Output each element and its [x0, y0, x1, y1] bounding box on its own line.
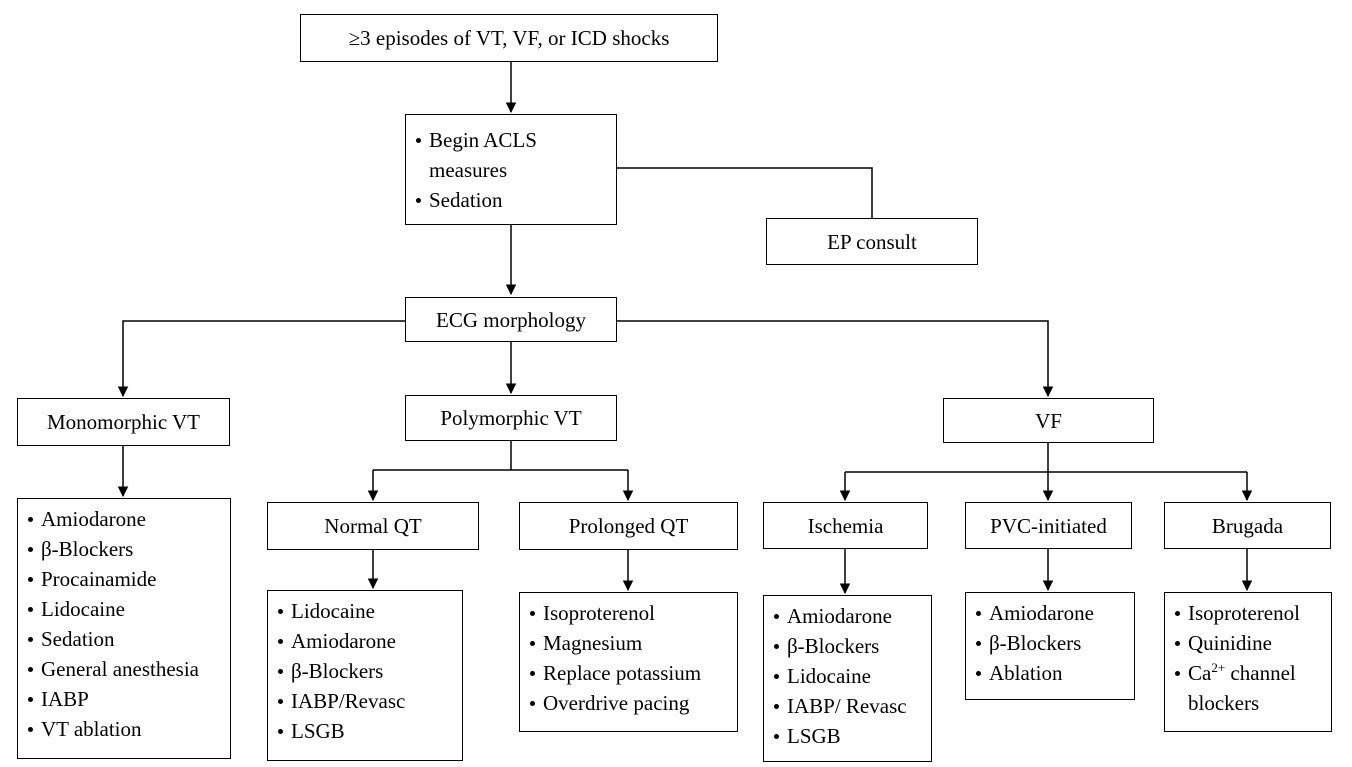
treatment-item: Lidocaine — [774, 661, 931, 691]
prolonged-qt-box: Prolonged QT — [519, 502, 738, 550]
treatment-item: General anesthesia — [28, 654, 230, 684]
arrow-ecg-to-vf — [617, 320, 1054, 398]
treatment-item: β-Blockers — [976, 628, 1134, 658]
brugada-box: Brugada — [1164, 502, 1331, 549]
prolonged-qt-treatment-list: Isoproterenol Magnesium Replace potassiu… — [520, 593, 737, 718]
treatment-item: Sedation — [28, 624, 230, 654]
treatment-item: IABP/ Revasc — [774, 691, 931, 721]
treatment-item: Lidocaine — [278, 596, 462, 626]
monomorphic-treatment-list: Amiodarone β-Blockers Procainamide Lidoc… — [18, 499, 230, 744]
pvc-initiated-box: PVC-initiated — [965, 502, 1132, 549]
ischemia-box: Ischemia — [763, 502, 928, 549]
treatment-item: Quinidine — [1175, 628, 1331, 658]
monomorphic-vt-text: Monomorphic VT — [46, 410, 201, 434]
trigger-text: ≥3 episodes of VT, VF, or ICD shocks — [348, 26, 670, 50]
prolonged-qt-text: Prolonged QT — [568, 514, 689, 538]
initial-measures-box: Begin ACLS measures Sedation — [405, 114, 617, 225]
monomorphic-treatment-box: Amiodarone β-Blockers Procainamide Lidoc… — [17, 498, 231, 759]
treatment-item: β-Blockers — [28, 534, 230, 564]
treatment-item: Isoproterenol — [530, 598, 737, 628]
treatment-item: LSGB — [278, 716, 462, 746]
ischemia-text: Ischemia — [807, 513, 884, 538]
superscript: 2+ — [1211, 660, 1226, 675]
vf-box: VF — [943, 398, 1154, 443]
treatment-item: Lidocaine — [28, 594, 230, 624]
brugada-text: Brugada — [1211, 513, 1284, 538]
initial-item: Sedation — [416, 185, 616, 215]
treatment-item: Overdrive pacing — [530, 688, 737, 718]
pvc-treatment-box: Amiodarone β-Blockers Ablation — [965, 592, 1135, 700]
polymorphic-vt-text: Polymorphic VT — [440, 406, 582, 430]
treatment-item: Isoproterenol — [1175, 598, 1331, 628]
ep-consult-text: EP consult — [827, 229, 917, 254]
initial-item: Begin ACLS measures — [416, 125, 616, 185]
normal-qt-treatment-list: Lidocaine Amiodarone β-Blockers IABP/Rev… — [268, 591, 462, 746]
arrow-ecg-to-mono — [117, 320, 405, 398]
normal-qt-box: Normal QT — [267, 502, 479, 550]
normal-qt-text: Normal QT — [324, 514, 422, 538]
ecg-morphology-text: ECG morphology — [436, 307, 586, 332]
treatment-item: Ablation — [976, 658, 1134, 688]
pvc-treatment-list: Amiodarone β-Blockers Ablation — [966, 593, 1134, 688]
ischemia-treatment-list: Amiodarone β-Blockers Lidocaine IABP/ Re… — [764, 596, 931, 751]
treatment-item: VT ablation — [28, 714, 230, 744]
treatment-item: IABP — [28, 684, 230, 714]
treatment-item: Magnesium — [530, 628, 737, 658]
normal-qt-treatment-box: Lidocaine Amiodarone β-Blockers IABP/Rev… — [267, 590, 463, 761]
initial-item-continuation: measures — [429, 158, 508, 182]
treatment-item: Amiodarone — [774, 601, 931, 631]
ecg-morphology-box: ECG morphology — [405, 297, 617, 342]
polymorphic-vt-box: Polymorphic VT — [405, 395, 617, 441]
pvc-initiated-text: PVC-initiated — [990, 513, 1107, 538]
treatment-item: Amiodarone — [976, 598, 1134, 628]
treatment-item: Replace potassium — [530, 658, 737, 688]
initial-measures-list: Begin ACLS measures Sedation — [406, 115, 616, 215]
treatment-item: LSGB — [774, 721, 931, 751]
treatment-item: Amiodarone — [278, 626, 462, 656]
treatment-item: Procainamide — [28, 564, 230, 594]
line-initial-to-ep-consult — [617, 167, 873, 218]
monomorphic-vt-box: Monomorphic VT — [17, 398, 230, 446]
vf-text: VF — [1035, 408, 1062, 433]
treatment-item: Amiodarone — [28, 504, 230, 534]
trigger-box: ≥3 episodes of VT, VF, or ICD shocks — [300, 14, 718, 62]
treatment-item: IABP/Revasc — [278, 686, 462, 716]
treatment-item: β-Blockers — [774, 631, 931, 661]
ep-consult-box: EP consult — [766, 218, 978, 265]
ischemia-treatment-box: Amiodarone β-Blockers Lidocaine IABP/ Re… — [763, 595, 932, 762]
treatment-item: β-Blockers — [278, 656, 462, 686]
prolonged-qt-treatment-box: Isoproterenol Magnesium Replace potassiu… — [519, 592, 738, 732]
